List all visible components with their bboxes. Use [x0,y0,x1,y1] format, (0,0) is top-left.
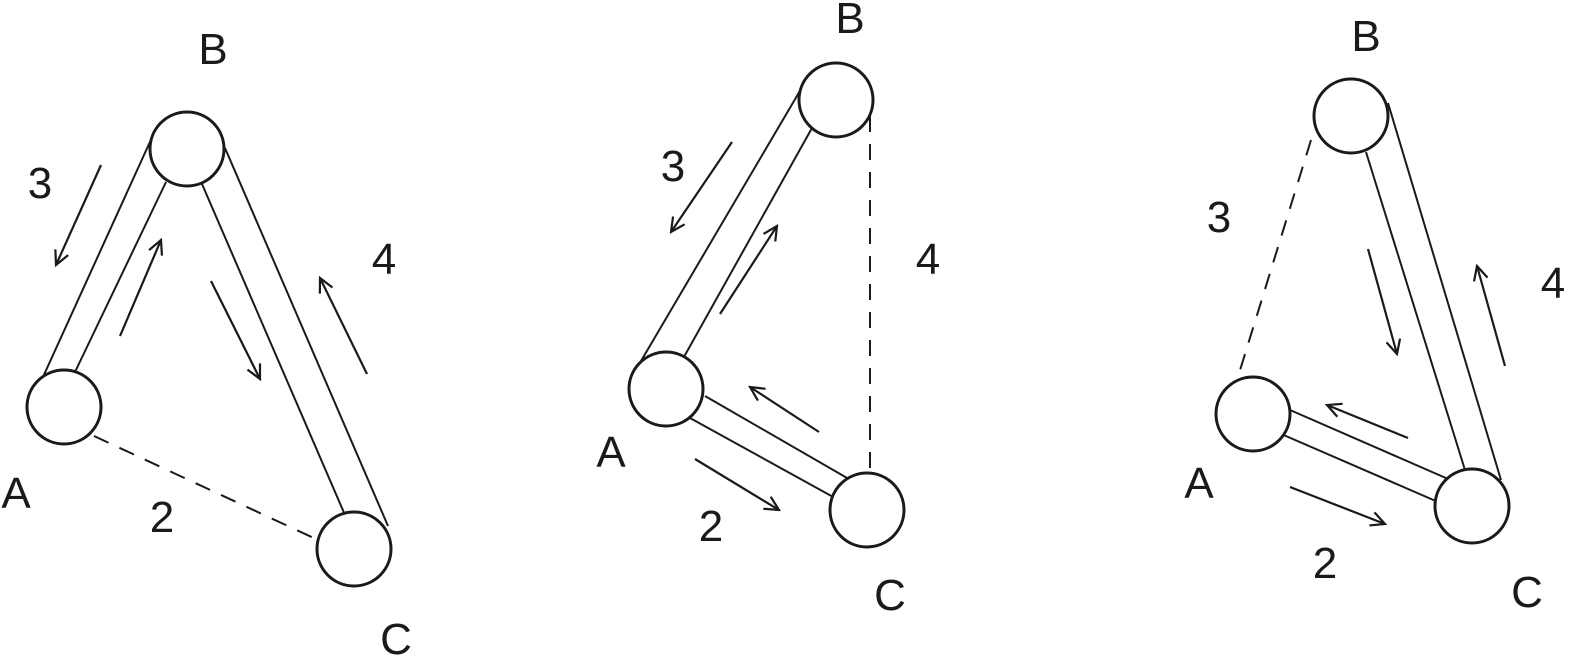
arrow-down-icon [1366,248,1397,354]
dashed-link-ac [93,435,319,541]
label-edge-bc: 4 [1541,259,1565,308]
arrow-up-icon [1327,405,1409,440]
label-node-b: B [198,25,227,74]
node-c [828,471,906,549]
node-b [1312,77,1390,155]
belt-ab-outer [640,83,805,362]
diagram-3: B A C 3 4 2 [1184,12,1565,617]
belt-ac-outer [1289,409,1456,483]
diagram-2: B A C 3 4 2 [596,0,940,620]
arrow-up-icon [1477,266,1507,367]
belt-ac-inner [689,417,836,499]
label-edge-bc: 4 [372,235,396,284]
label-edge-ac: 2 [150,493,174,542]
label-edge-bc: 4 [916,235,940,284]
node-b [797,61,875,139]
label-node-c: C [1511,568,1543,617]
belt-ac-inner [1278,432,1439,503]
label-node-a: A [1,469,31,518]
arrow-down-icon [671,141,733,232]
node-c [315,510,393,588]
belt-ab-inner [674,127,813,374]
label-edge-ac: 2 [699,502,723,551]
belt-ab-outer [37,132,155,389]
label-edge-ab: 3 [1207,193,1231,242]
diagram-1: B A C 3 4 2 [1,25,412,662]
arrow-down-icon [694,458,779,510]
label-edge-ab: 3 [661,142,685,191]
label-node-c: C [380,615,412,662]
label-node-a: A [1184,459,1214,508]
arrow-down-icon [1289,485,1385,524]
arrow-up-icon [320,278,368,375]
node-c [1433,467,1511,545]
label-node-a: A [596,428,626,477]
belt-bc-inner [201,183,346,516]
arrow-up-icon [750,387,820,433]
arrow-up-icon [719,226,777,315]
belt-ac-outer [704,395,855,483]
node-a [1214,375,1292,453]
node-b [148,110,226,188]
belt-bc-outer [224,147,389,527]
label-edge-ab: 3 [28,159,52,208]
label-node-b: B [1351,12,1380,61]
node-a [25,368,103,446]
dashed-link-ab [1236,139,1312,381]
arrow-down-icon [56,164,103,265]
label-node-c: C [874,571,906,620]
belt-bc-outer [1387,102,1502,481]
arrow-up-icon [118,240,161,337]
label-node-b: B [835,0,864,43]
node-a [627,350,705,428]
arrow-down-icon [210,280,260,379]
belt-ab-inner [74,181,167,373]
label-edge-ac: 2 [1313,539,1337,588]
belt-bc-inner [1365,151,1466,471]
